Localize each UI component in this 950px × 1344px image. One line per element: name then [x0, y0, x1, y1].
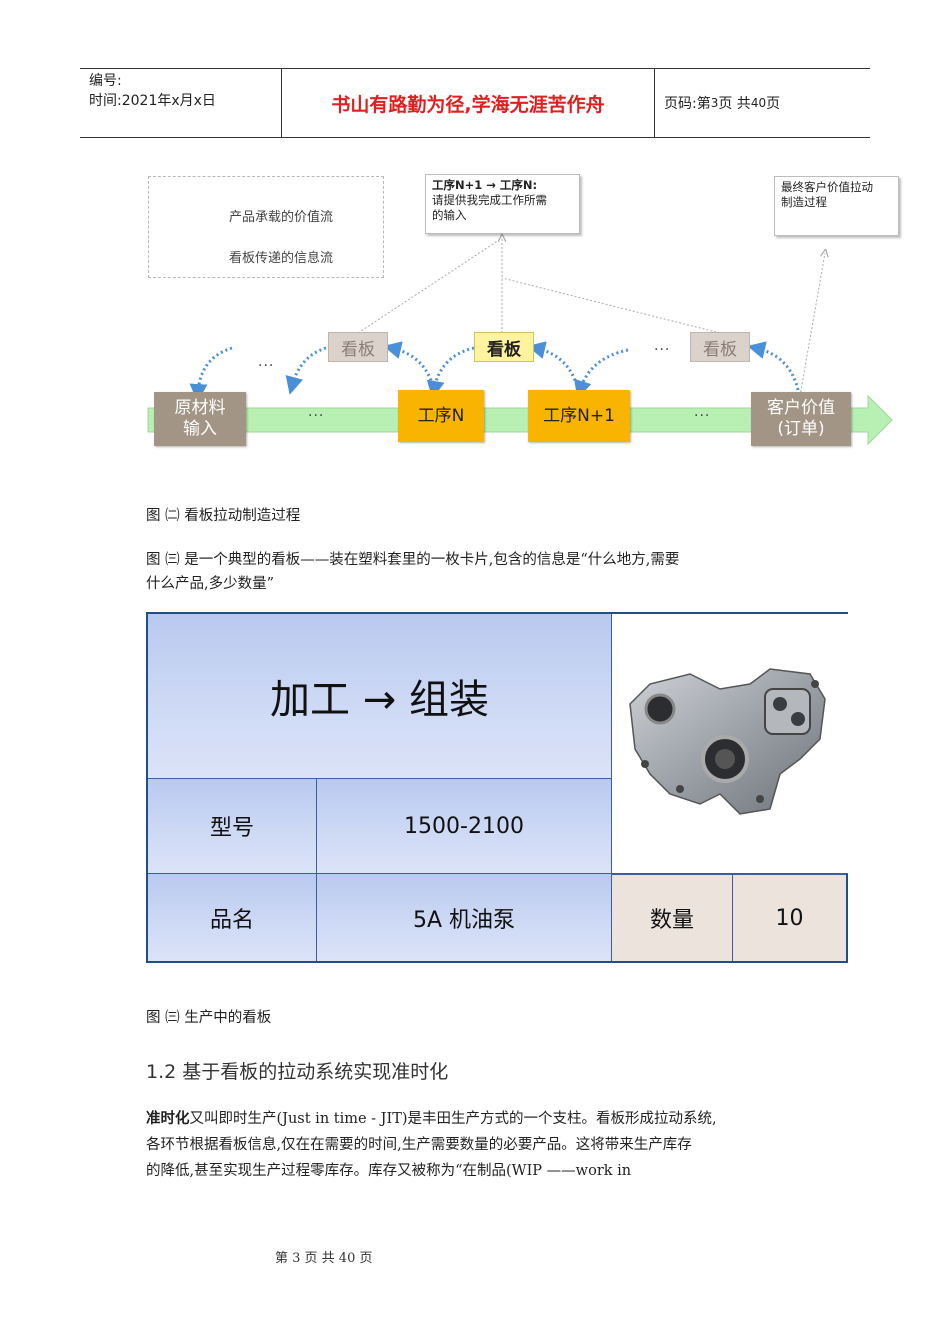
step-n-plus-1: 工序N+1 — [528, 390, 630, 442]
callout-customer-pull: 最终客户价值拉动 制造过程 — [774, 176, 899, 236]
kanban-card-example: 加工 → 组装 型号 1500-2100 品名 5A 机油泵 数 — [146, 612, 848, 963]
model-value: 1500-2100 — [317, 779, 612, 874]
product-name-label: 品名 — [148, 874, 317, 961]
section-heading: 1.2 基于看板的拉动系统实现准时化 — [146, 1061, 449, 1083]
term-jit: 准时化 — [146, 1111, 190, 1127]
legend-value-flow: 产品承载的价值流 — [229, 210, 334, 225]
step-raw-material: 原材料输入 — [154, 392, 246, 446]
model-label: 型号 — [148, 779, 317, 874]
page-prefix: 页码:第 — [664, 96, 711, 112]
figure-caption-1: 图 ㈡ 看板拉动制造过程 — [146, 508, 301, 524]
header-motto: 书山有路勤为径,学海无涯苦作舟 — [282, 69, 655, 137]
kanban-card-gray-2: 看板 — [690, 332, 750, 362]
value-flow-arrow — [147, 394, 893, 446]
ellipsis-flow-1: ... — [308, 404, 325, 420]
page-mid: 页 共 — [718, 96, 751, 112]
kanban-card-yellow: 看板 — [474, 332, 534, 362]
oil-pump-illustration — [629, 667, 826, 815]
step-customer-value: 客户价值(订单) — [751, 392, 851, 446]
section-body: 准时化又叫即时生产(Just in time - JIT)是丰田生产方式的一个支… — [146, 1106, 836, 1184]
time-label: 时间:2021年x月x日 — [89, 93, 216, 109]
ellipsis-flow-2: ... — [694, 404, 711, 420]
header-info-cell: 编号: 时间:2021年x月x日 — [80, 69, 282, 137]
header-page-number: 页码:第 3 页 共 40 页 — [655, 69, 870, 137]
oil-pump-image — [612, 614, 848, 874]
callout-right-line2: 制造过程 — [781, 195, 827, 209]
callout-left-line2: 的输入 — [432, 208, 467, 222]
body-line-2: 各环节根据看板信息,仅在在需要的时间,生产需要数量的必要产品。这将带来生产库存 — [146, 1137, 692, 1153]
step-n: 工序N — [398, 390, 484, 442]
page-footer: 第 3 页 共 40 页 — [275, 1251, 373, 1266]
page-suffix: 页 — [766, 96, 781, 112]
page-total: 40 — [750, 96, 767, 110]
body-line-3: 的降低,甚至实现生产过程零库存。库存又被称为“在制品(WIP ——work in — [146, 1163, 632, 1179]
callout-left-title: 工序N+1 → 工序N: — [432, 178, 538, 192]
intro-line-2: 什么产品,多少数量” — [146, 576, 275, 592]
ellipsis-top-left: ... — [258, 354, 275, 370]
page-header: 编号: 时间:2021年x月x日 书山有路勤为径,学海无涯苦作舟 页码:第 3 … — [80, 68, 870, 138]
kanban-title: 加工 → 组装 — [148, 614, 612, 779]
legend-box — [148, 176, 384, 278]
callout-step-request: 工序N+1 → 工序N: 请提供我完成工作所需 的输入 — [425, 174, 580, 234]
intro-line-1: 图 ㈢ 是一个典型的看板——装在塑料套里的一枚卡片,包含的信息是“什么地方,需要 — [146, 552, 680, 568]
callout-left-line1: 请提供我完成工作所需 — [432, 193, 547, 207]
page-num: 3 — [710, 96, 719, 110]
quantity-label: 数量 — [612, 874, 733, 961]
quantity-value: 10 — [733, 874, 846, 961]
serial-label: 编号: — [89, 73, 122, 89]
kanban-card-gray-1: 看板 — [328, 332, 388, 362]
body-line-1: 准时化又叫即时生产(Just in time - JIT)是丰田生产方式的一个支… — [146, 1111, 717, 1127]
product-name-value: 5A 机油泵 — [317, 874, 612, 961]
figure-caption-2: 图 ㈢ 生产中的看板 — [146, 1010, 272, 1026]
callout-right-line1: 最终客户价值拉动 — [781, 180, 873, 194]
kanban-pull-diagram: 产品承载的价值流 看板传递的信息流 工序N+1 → 工序N: 请提供我完成工作所… — [140, 168, 900, 458]
legend-info-flow: 看板传递的信息流 — [229, 251, 334, 266]
ellipsis-top-right: ... — [654, 338, 671, 354]
